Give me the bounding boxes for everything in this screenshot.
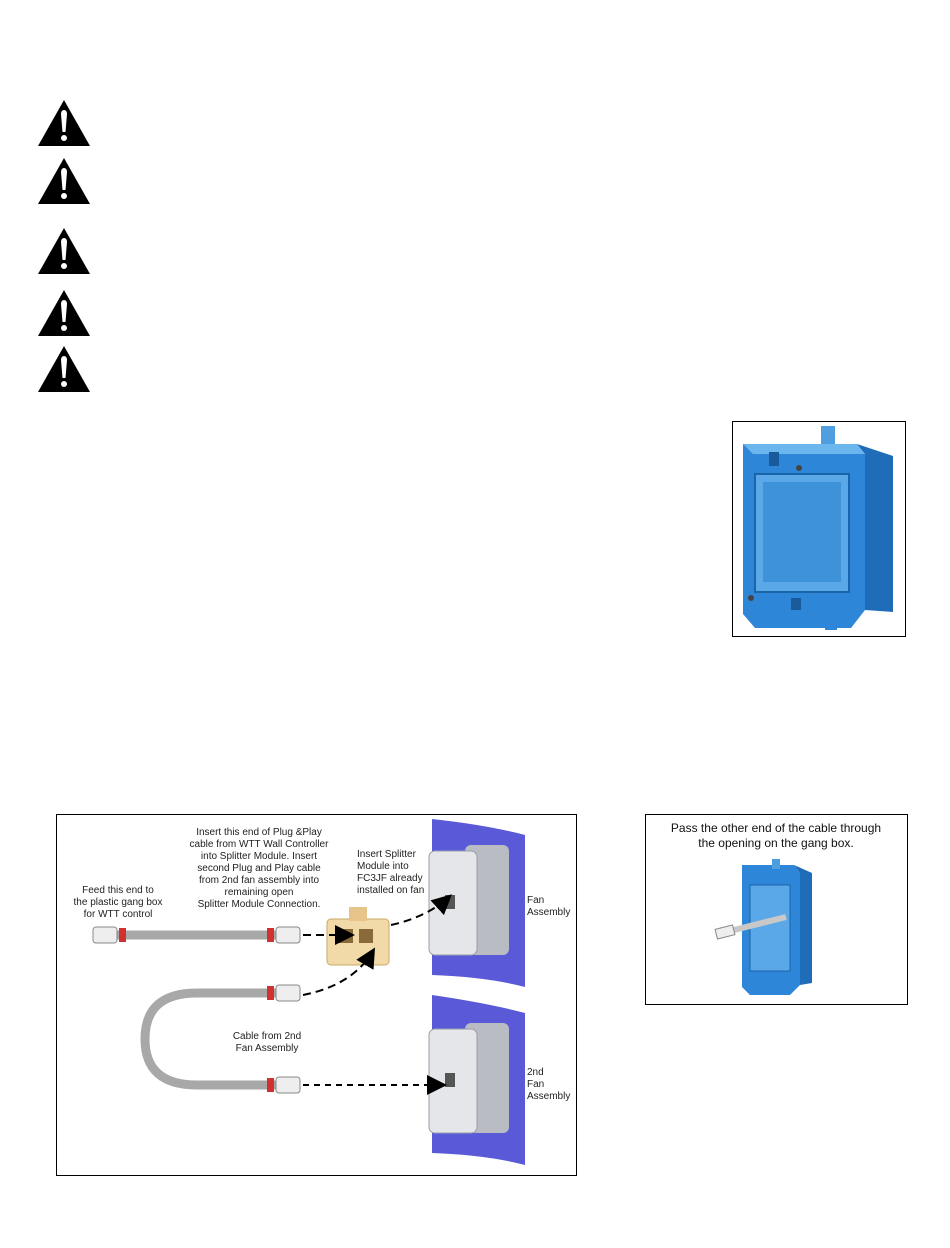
feed-end-label: Feed this end to the plastic gang box fo… <box>73 885 163 920</box>
gang-box-photo-frame <box>732 421 906 637</box>
warning-triangle-icon <box>38 290 90 336</box>
fan-assembly-label: Fan Assembly <box>527 895 571 918</box>
gang-box-image <box>743 426 893 630</box>
warning-triangle-icon <box>38 228 90 274</box>
warning-triangle-icon <box>38 346 90 392</box>
insert-end-label: Insert this end of Plug &Play cable from… <box>189 827 329 910</box>
cable-2nd-label: Cable from 2nd Fan Assembly <box>232 1031 302 1054</box>
warning-triangle-icon <box>38 158 90 204</box>
wiring-diagram-frame: Feed this end to the plastic gang box fo… <box>56 814 577 1176</box>
warning-triangle-icon <box>38 100 90 146</box>
gang-box-pass-frame: Pass the other end of the cable through … <box>645 814 908 1005</box>
gang-box-pass-image <box>714 859 812 995</box>
cable-2nd-fan <box>140 988 277 1090</box>
wiring-diagram <box>92 819 525 1165</box>
fc3jf-module-2 <box>428 1023 509 1134</box>
fan-2nd-label: 2nd Fan Assembly <box>527 1067 571 1102</box>
gang-box-pass-caption: Pass the other end of the cable through … <box>670 821 882 850</box>
splitter-label: Insert Splitter Module into FC3JF alread… <box>357 849 425 896</box>
fc3jf-module-1 <box>428 845 509 956</box>
